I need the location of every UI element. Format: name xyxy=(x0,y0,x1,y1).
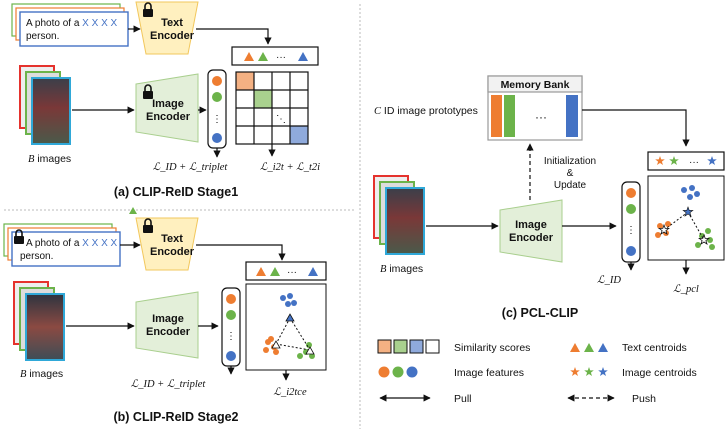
image-encoder-label-1: Image xyxy=(152,98,184,110)
amp-label: & xyxy=(567,168,574,179)
legend-image-features: Image features xyxy=(454,367,524,379)
svg-text:⋮: ⋮ xyxy=(626,225,636,236)
loss-pcl: ℒ_pcl xyxy=(673,284,699,295)
person-image xyxy=(385,187,425,255)
legend-similarity: Similarity scores xyxy=(454,342,530,354)
image-encoder-label-2: Encoder xyxy=(146,111,191,123)
svg-text:···: ··· xyxy=(689,157,699,168)
svg-text:···: ··· xyxy=(287,267,297,278)
svg-text:⋮: ⋮ xyxy=(212,114,222,125)
prompt-card xyxy=(19,11,129,47)
text-feature-row xyxy=(245,261,327,281)
svg-text:⋮: ⋮ xyxy=(226,331,236,342)
loss-i2tce: ℒ_i2tce xyxy=(273,387,307,398)
caption-pcl: (c) PCL-CLIP xyxy=(502,306,578,320)
images-label: B images xyxy=(20,368,63,380)
person-image xyxy=(31,77,71,145)
legend-text-centroids: Text centroids xyxy=(622,342,687,354)
text-encoder-label-1: Text xyxy=(161,17,183,29)
memory-bank-title: Memory Bank xyxy=(501,79,570,91)
prototypes-label: C ID image prototypes xyxy=(374,105,478,117)
svg-text:⋱: ⋱ xyxy=(276,114,286,125)
caption-stage2: (b) CLIP-ReID Stage2 xyxy=(113,410,238,424)
prompt-text-line1: A photo of a X X X X xyxy=(26,18,118,29)
similarity-grid: ⋱ xyxy=(235,71,309,145)
image-encoder-label-2: Encoder xyxy=(146,326,191,338)
loss-id: ℒ_ID xyxy=(597,275,621,286)
init-label: Initialization xyxy=(544,156,596,167)
images-label: B images xyxy=(380,263,423,275)
image-encoder-label-1: Image xyxy=(152,313,184,325)
text-encoder-label-2: Encoder xyxy=(150,30,195,42)
image-centroid-row xyxy=(647,151,725,171)
legend-image-centroids: Image centroids xyxy=(622,367,697,379)
person-image xyxy=(25,293,65,361)
loss-id-triplet: ℒ_ID + ℒ_triplet xyxy=(153,162,229,173)
images-label: B images xyxy=(28,153,71,165)
stage1-panel: A photo of a X X X X person. Text Encode… xyxy=(11,1,320,199)
legend: Similarity scores Image features Pull Te… xyxy=(377,339,697,405)
image-encoder xyxy=(499,199,563,263)
legend-push: Push xyxy=(632,393,656,405)
loss-id-triplet: ℒ_ID + ℒ_triplet xyxy=(131,379,207,390)
image-encoder xyxy=(135,291,199,359)
caption-stage1: (a) CLIP-ReID Stage1 xyxy=(114,185,238,199)
image-encoder-label-2: Encoder xyxy=(509,232,554,244)
svg-text:···: ··· xyxy=(535,110,547,124)
stage2-panel: A photo of a X X X X person. Text Encode… xyxy=(3,207,327,424)
image-encoder-label-1: Image xyxy=(515,219,547,231)
prompt-text-line1: A photo of a X X X X xyxy=(26,238,118,249)
text-encoder-label-2: Encoder xyxy=(150,246,195,258)
pcl-panel: Memory Bank ··· C ID image prototypes In… xyxy=(373,75,725,320)
prompt-text-line2: person. xyxy=(26,31,59,42)
text-encoder-label-1: Text xyxy=(161,233,183,245)
loss-i2t-t2i: ℒ_i2t + ℒ_t2i xyxy=(260,162,320,173)
prompt-text-line2: person. xyxy=(20,251,53,262)
svg-text:···: ··· xyxy=(276,52,286,63)
legend-pull: Pull xyxy=(454,393,472,405)
update-label: Update xyxy=(554,180,587,191)
